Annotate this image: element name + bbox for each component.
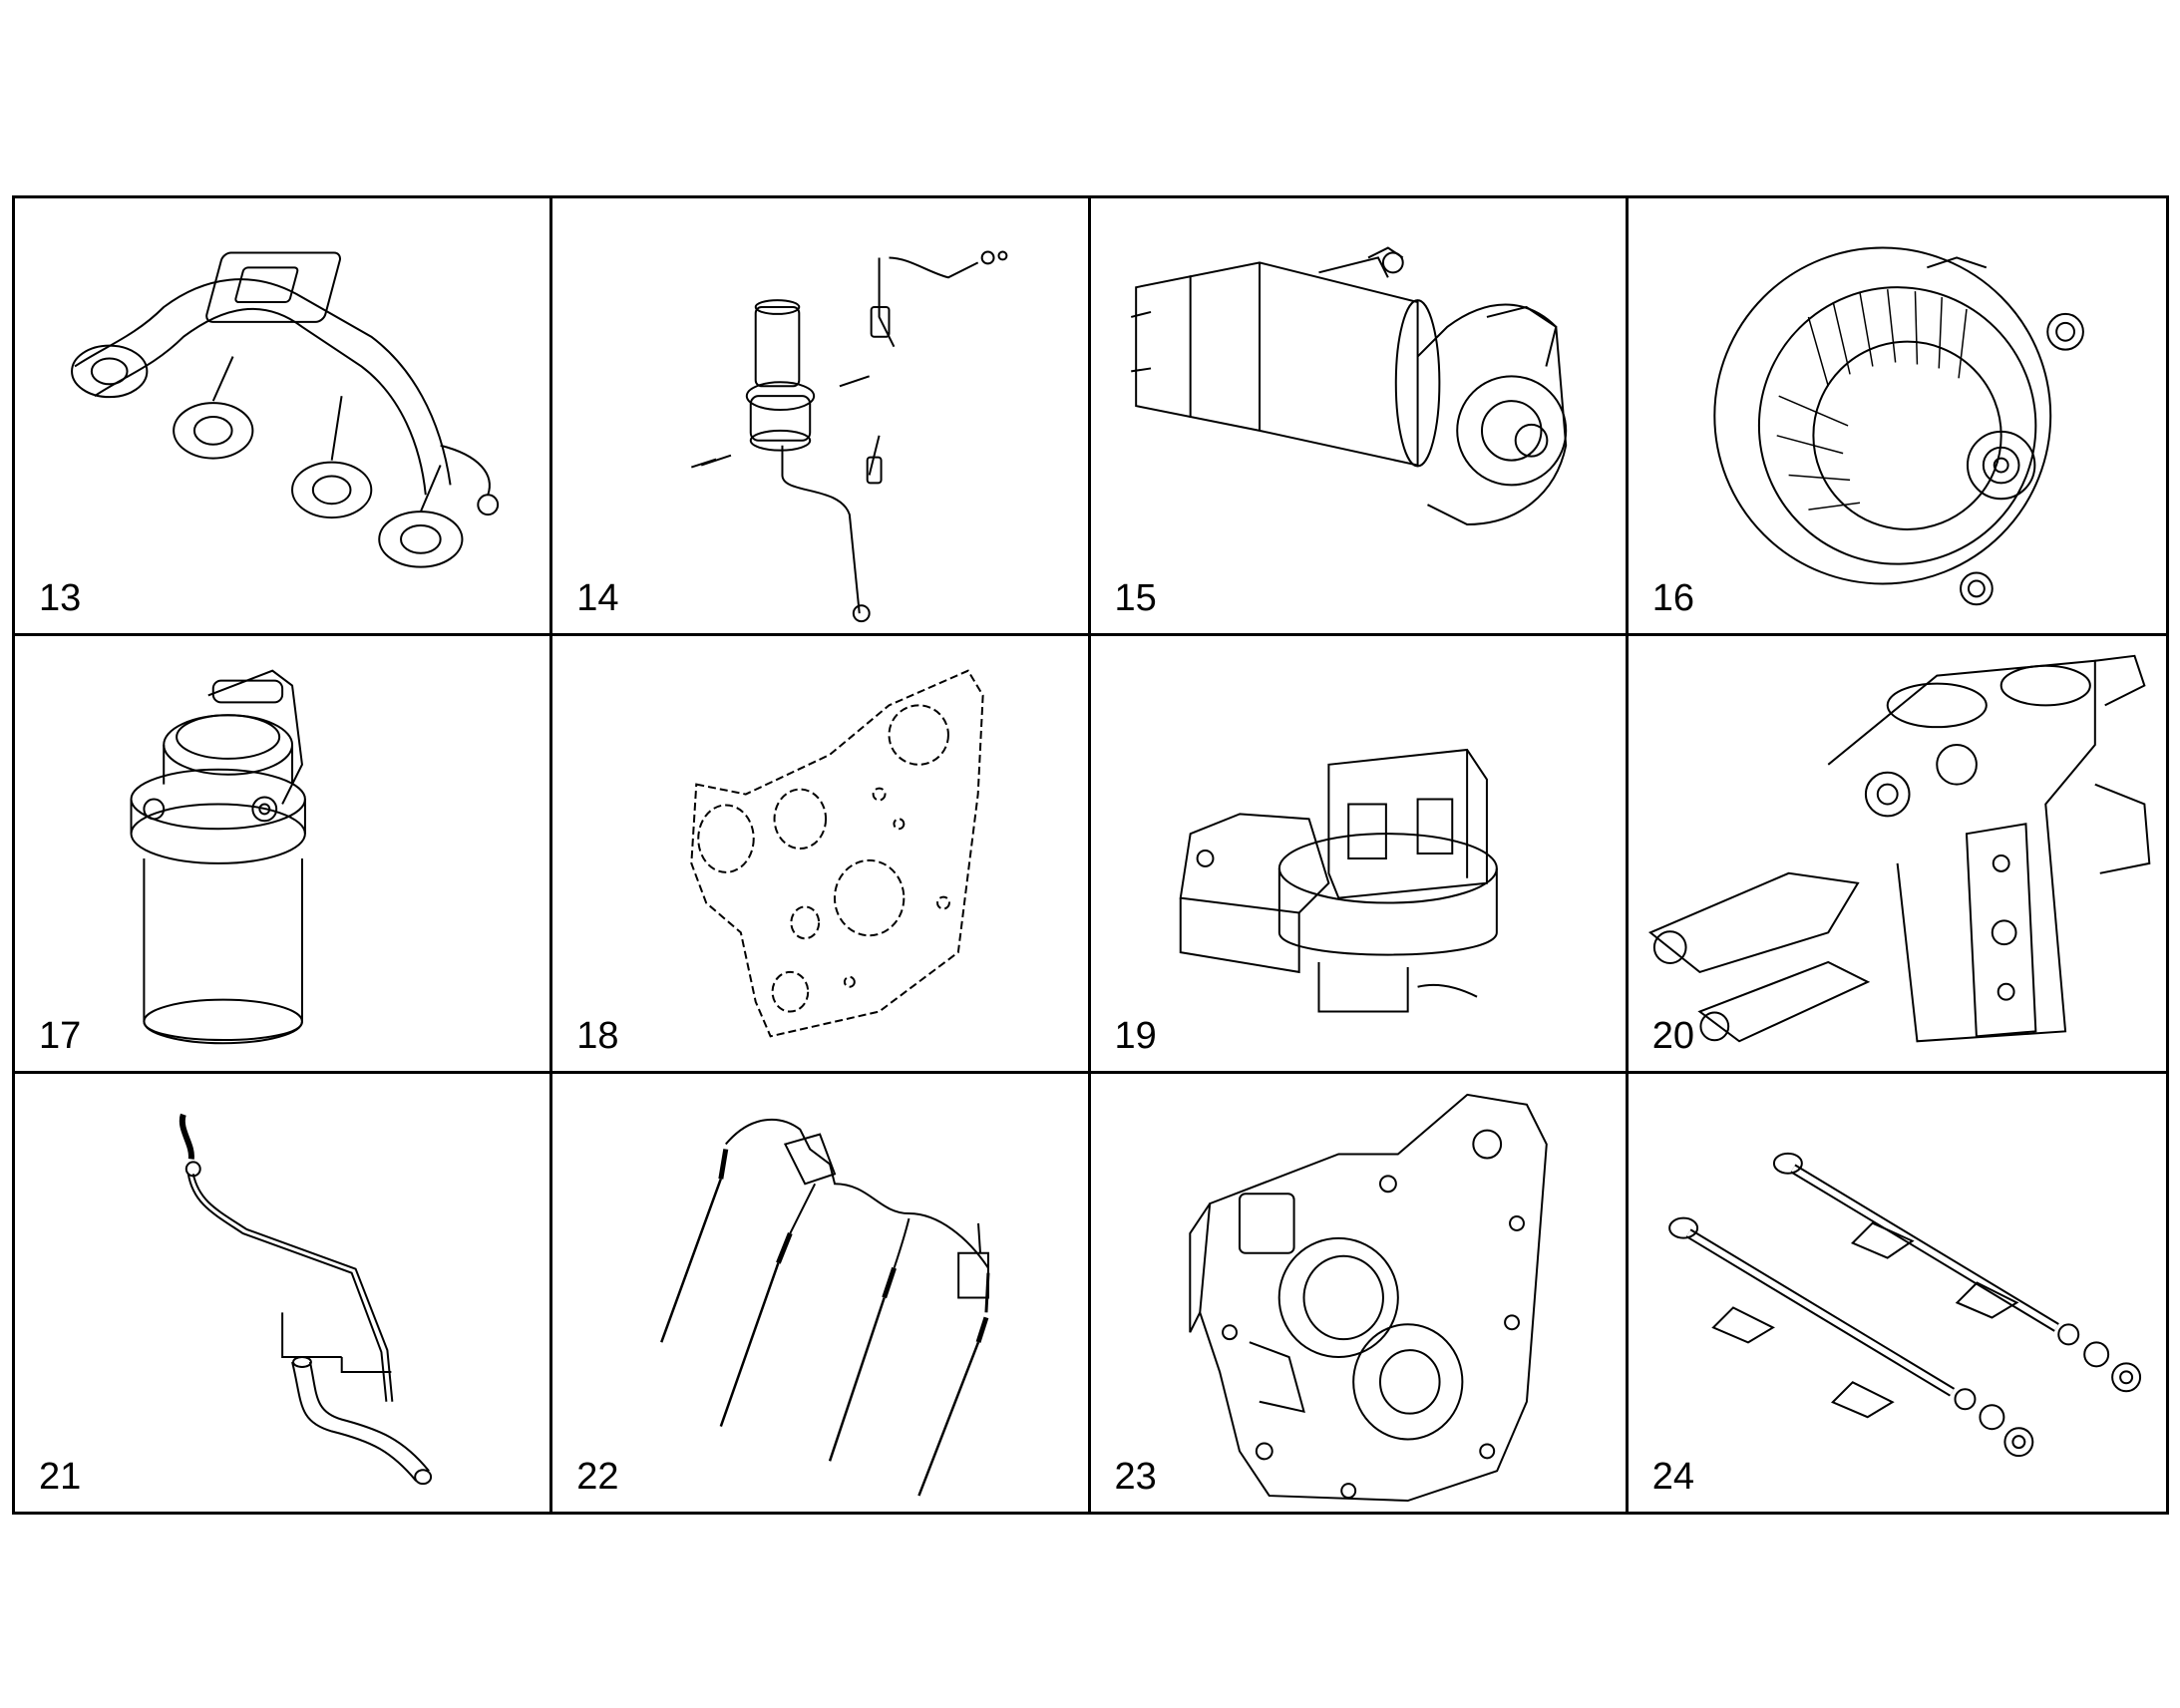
part-cell-17[interactable]: 17 bbox=[15, 636, 553, 1074]
part-cell-24[interactable]: 24 bbox=[1629, 1074, 2166, 1512]
glow-plug-harness-icon bbox=[552, 1074, 1087, 1512]
part-number: 15 bbox=[1114, 577, 1157, 619]
part-cell-19[interactable]: 19 bbox=[1090, 636, 1629, 1074]
fuel-filter-kit-icon bbox=[552, 198, 1087, 633]
part-cell-15[interactable]: 15 bbox=[1090, 198, 1629, 636]
part-number: 17 bbox=[39, 1015, 82, 1057]
exhaust-manifold-icon bbox=[15, 198, 549, 633]
alternator-icon bbox=[1629, 198, 2166, 633]
dipstick-tube-icon bbox=[15, 1074, 549, 1512]
thermostat-housing-icon bbox=[1629, 636, 2166, 1071]
fuel-filter-housing-icon bbox=[15, 636, 549, 1071]
parts-grid: 13 14 bbox=[12, 195, 2169, 1515]
part-cell-21[interactable]: 21 bbox=[15, 1074, 553, 1512]
part-cell-13[interactable]: 13 bbox=[15, 198, 553, 636]
part-number: 22 bbox=[576, 1456, 619, 1498]
gasket-plate-icon bbox=[552, 636, 1087, 1071]
part-number: 24 bbox=[1651, 1456, 1695, 1498]
starter-motor-icon bbox=[1091, 198, 1626, 633]
fuel-pump-icon bbox=[1091, 636, 1626, 1071]
part-cell-23[interactable]: 23 bbox=[1091, 1074, 1629, 1512]
part-number: 21 bbox=[39, 1456, 82, 1498]
part-number: 23 bbox=[1114, 1456, 1157, 1498]
part-number: 14 bbox=[576, 577, 619, 619]
part-number: 13 bbox=[39, 577, 82, 619]
part-cell-16[interactable]: 16 bbox=[1628, 198, 2166, 636]
timing-gear-cover-icon bbox=[1091, 1074, 1626, 1512]
part-number: 16 bbox=[1651, 577, 1695, 619]
part-number: 20 bbox=[1651, 1015, 1695, 1057]
balancer-shaft-icon bbox=[1629, 1074, 2166, 1512]
part-cell-20[interactable]: 20 bbox=[1628, 636, 2166, 1074]
part-number: 19 bbox=[1114, 1015, 1157, 1057]
part-number: 18 bbox=[576, 1015, 619, 1057]
part-cell-14[interactable]: 14 bbox=[552, 198, 1091, 636]
part-cell-18[interactable]: 18 bbox=[552, 636, 1091, 1074]
part-cell-22[interactable]: 22 bbox=[552, 1074, 1091, 1512]
